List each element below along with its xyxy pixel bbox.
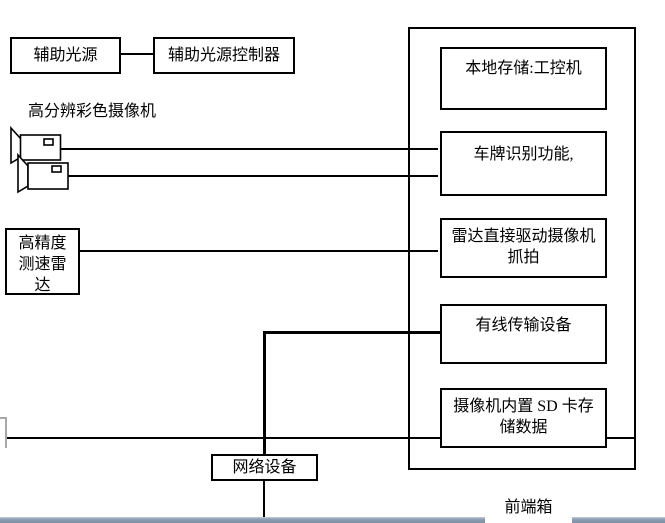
network-device-label: 网络设备: [232, 459, 297, 476]
video-camera-icon: [10, 125, 62, 165]
connector-network-to-wired-horizontal: [263, 331, 440, 334]
connector-radar-to-radardrive-box: [79, 250, 438, 252]
local-storage-label: 本地存储:工控机: [465, 60, 582, 77]
front-end-box-caption-text: 前端箱: [504, 499, 553, 516]
connector-camera2-to-plate-box: [67, 175, 438, 177]
wired-transmission-label: 有线传输设备: [475, 317, 572, 334]
local-storage-box: 本地存储:工控机: [440, 47, 607, 110]
aux-light-box: 辅助光源: [10, 37, 121, 74]
bottom-window-edge: [0, 517, 665, 523]
plate-recognition-label: 车牌识别功能,: [473, 146, 574, 163]
aux-light-controller-box: 辅助光源控制器: [153, 37, 295, 74]
radar-drive-capture-label: 雷达直接驱动摄像机抓拍: [451, 228, 596, 266]
connector-sd-box-to-right-edge: [607, 437, 635, 439]
connector-left-to-sd-box: [7, 437, 440, 439]
front-end-box-caption: 前端箱: [485, 488, 572, 523]
radar-drive-capture-box: 雷达直接驱动摄像机抓拍: [440, 218, 607, 278]
wired-transmission-box: 有线传输设备: [440, 304, 607, 364]
connector-auxlight-to-controller: [121, 53, 153, 55]
gray-corner-line-horizontal: [0, 417, 7, 419]
connector-network-to-wired-vertical: [263, 331, 266, 455]
aux-light-label: 辅助光源: [33, 47, 98, 64]
aux-light-controller-label: 辅助光源控制器: [167, 47, 280, 64]
plate-recognition-box: 车牌识别功能,: [440, 131, 607, 196]
gray-corner-line-vertical: [5, 417, 7, 448]
connector-camera1-to-plate-box: [60, 148, 438, 150]
front-end-box-outline: [408, 27, 636, 470]
radar-label: 高精度测速雷达: [18, 235, 67, 294]
radar-box: 高精度测速雷达: [5, 228, 80, 295]
connector-network-down: [263, 481, 265, 517]
sd-storage-box: 摄像机内置 SD 卡存储数据: [440, 388, 607, 448]
network-device-box: 网络设备: [211, 454, 318, 481]
sd-storage-label: 摄像机内置 SD 卡存储数据: [453, 398, 594, 436]
video-camera-icon: [17, 152, 69, 194]
camera-group-label: 高分辨彩色摄像机: [28, 103, 157, 120]
